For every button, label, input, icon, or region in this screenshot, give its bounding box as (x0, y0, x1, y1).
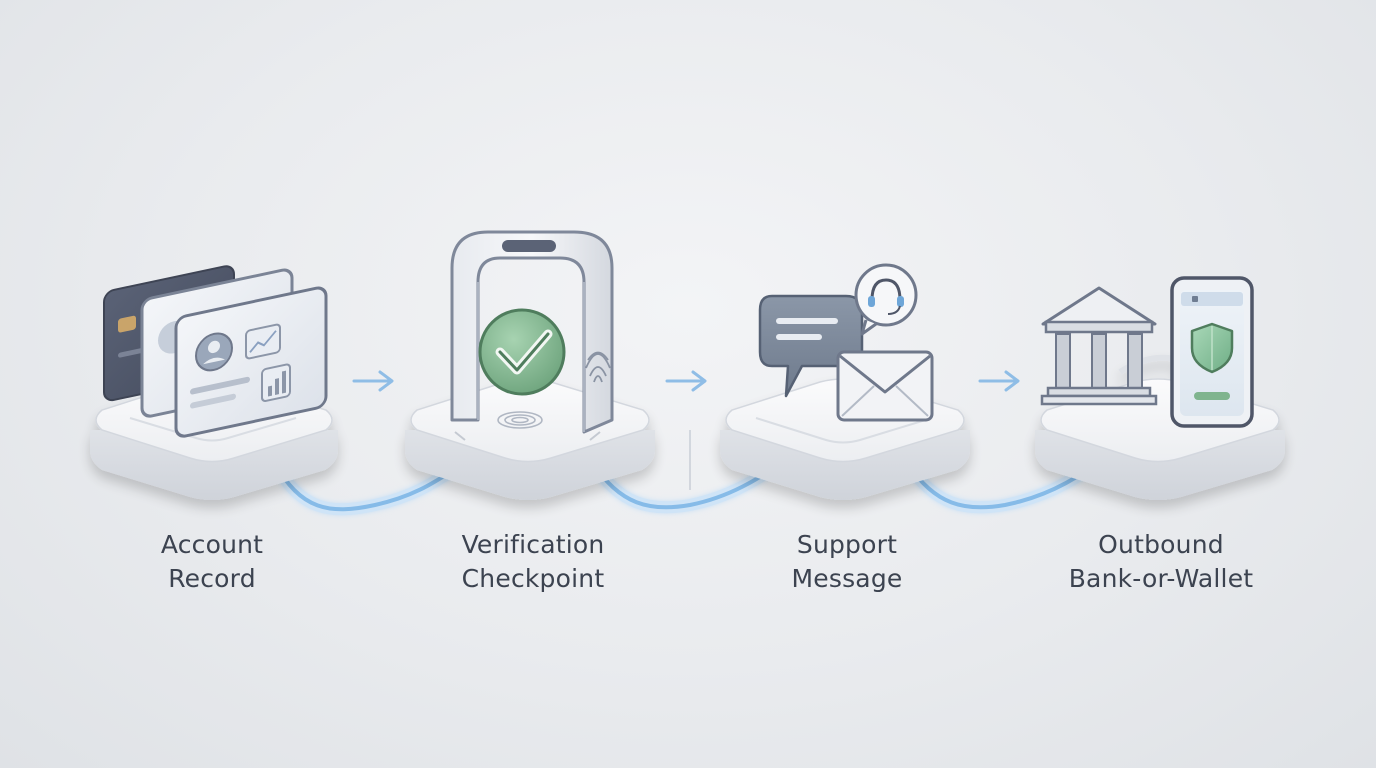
step-label-line: Record (168, 564, 256, 593)
step-label-line: Bank-or-Wallet (1068, 564, 1254, 593)
step-label-line: Checkpoint (461, 564, 605, 593)
step-account-record (90, 265, 338, 500)
arrow-icon (352, 370, 394, 392)
step-label-line: Message (791, 564, 903, 593)
step-support-message (720, 263, 970, 500)
step-label-line: Account (160, 530, 264, 559)
connector-cables (265, 453, 1108, 516)
arrow-icon (665, 370, 707, 392)
bank-icon (1040, 286, 1158, 406)
step-label-line: Verification (461, 530, 605, 559)
chat-mail-icon (758, 263, 934, 422)
phone-icon (1170, 276, 1254, 428)
step-label-line: Outbound (1098, 530, 1224, 559)
step-label-support-message: Support Message (717, 528, 977, 596)
step-label-verification-checkpoint: Verification Checkpoint (403, 528, 663, 596)
step-label-line: Support (796, 530, 898, 559)
step-verification-checkpoint (405, 230, 655, 500)
checkpoint-gate-icon (450, 230, 614, 434)
step-label-outbound-bank-or-wallet: Outbound Bank-or-Wallet (1031, 528, 1291, 596)
bank-phone-icon (1040, 276, 1254, 428)
id-cards-icon (103, 265, 328, 438)
step-label-account-record: Account Record (82, 528, 342, 596)
step-outbound-bank-or-wallet (1035, 276, 1285, 500)
arrow-icon (978, 370, 1020, 392)
